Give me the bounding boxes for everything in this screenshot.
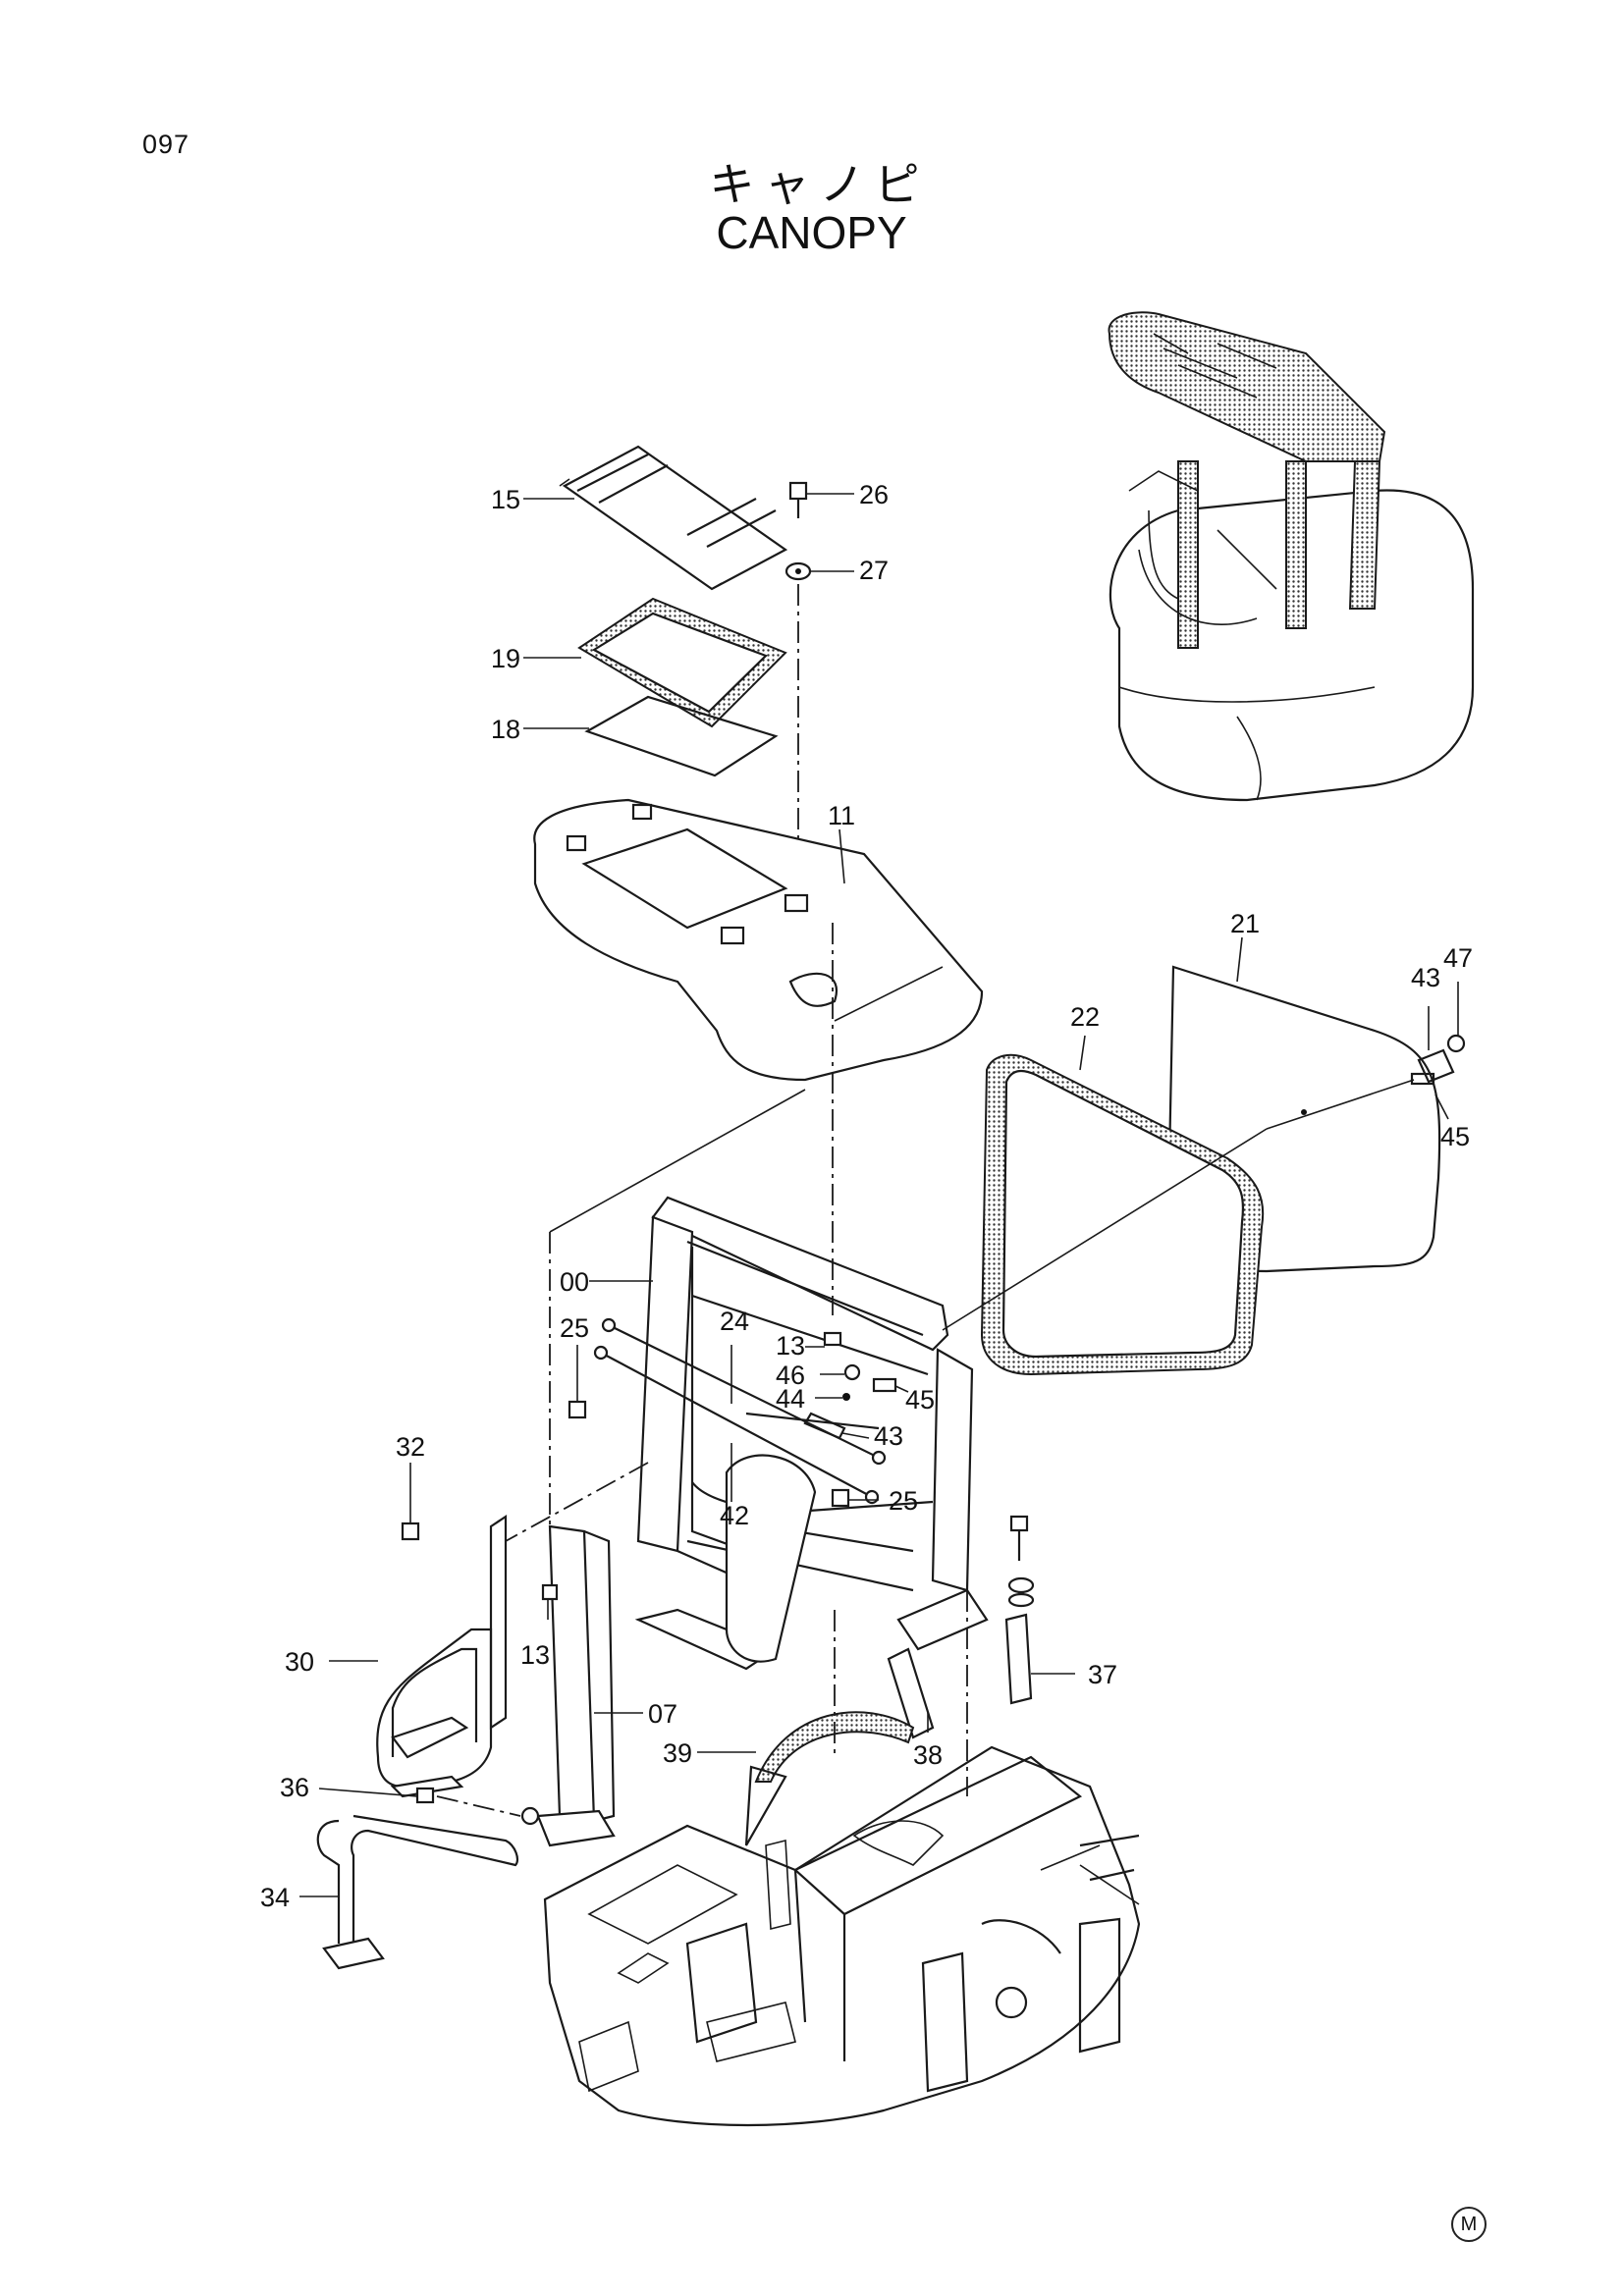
callout-13-mid: 13: [776, 1331, 805, 1361]
callout-24: 24: [720, 1307, 749, 1336]
side-handrail: [376, 1514, 508, 1798]
callout-labels: 15 26 27 19 18 11 21 47 43 45 22 00 25 2…: [260, 480, 1473, 1912]
callout-15: 15: [491, 485, 520, 514]
callout-27: 27: [859, 556, 889, 585]
callout-36: 36: [280, 1773, 309, 1802]
rear-pillar: [536, 1524, 616, 1847]
callout-11: 11: [828, 801, 855, 830]
callout-43-mid: 43: [874, 1421, 903, 1451]
callout-21: 21: [1230, 909, 1260, 938]
manufacturer-mark: M: [1451, 2207, 1487, 2242]
callout-44: 44: [776, 1384, 805, 1414]
bolt-32: [401, 1522, 420, 1541]
callout-38: 38: [913, 1740, 943, 1770]
callout-47: 47: [1443, 943, 1473, 973]
bolt-36: [415, 1787, 435, 1804]
callout-42: 42: [720, 1501, 749, 1530]
machine-overview-inset: [1108, 311, 1475, 802]
grab-bar: [316, 1806, 540, 1970]
window-seal: [980, 1053, 1265, 1376]
callout-45-top: 45: [1440, 1122, 1470, 1151]
callout-37: 37: [1088, 1660, 1117, 1689]
revolving-frame: [543, 1745, 1141, 2127]
title-english: CANOPY: [716, 207, 907, 258]
callout-25-right: 25: [889, 1486, 918, 1516]
grip-37: [1004, 1613, 1033, 1705]
callout-32: 32: [396, 1432, 425, 1462]
callout-00: 00: [560, 1267, 589, 1297]
bolt-13-lower: [541, 1583, 559, 1601]
washer-27: [784, 561, 812, 581]
assembly-lines: [436, 923, 1268, 1817]
callout-30: 30: [285, 1647, 314, 1677]
fastener-set-43-45-47: [1410, 1034, 1466, 1086]
guard-38: [887, 1647, 935, 1739]
title-japanese: キャノピ: [709, 158, 930, 211]
callout-26: 26: [859, 480, 889, 509]
callout-45-mid: 45: [905, 1385, 935, 1415]
top-grille: [559, 445, 788, 591]
callout-39: 39: [663, 1738, 692, 1768]
canopy-frame: [634, 1196, 989, 1671]
bolt-washer-stack: [1007, 1515, 1035, 1608]
roof-glass: [584, 695, 779, 777]
cover-39: [744, 1711, 915, 1846]
callout-19: 19: [491, 644, 520, 673]
callout-07: 07: [648, 1699, 677, 1729]
bolt-26: [788, 481, 808, 518]
seal-frame: [577, 597, 787, 728]
callout-46: 46: [776, 1361, 805, 1390]
callout-13-lower: 13: [520, 1640, 550, 1670]
callout-43-top: 43: [1411, 963, 1440, 992]
page-number: 097: [142, 130, 190, 159]
roof-panel: [533, 798, 984, 1082]
small-parts-13-46-44-45-43: [803, 1331, 897, 1440]
callout-25-left: 25: [560, 1313, 589, 1343]
callout-34: 34: [260, 1883, 290, 1912]
callout-18: 18: [491, 715, 520, 744]
callout-leaders: [299, 493, 1459, 1897]
callout-22: 22: [1070, 1002, 1100, 1032]
